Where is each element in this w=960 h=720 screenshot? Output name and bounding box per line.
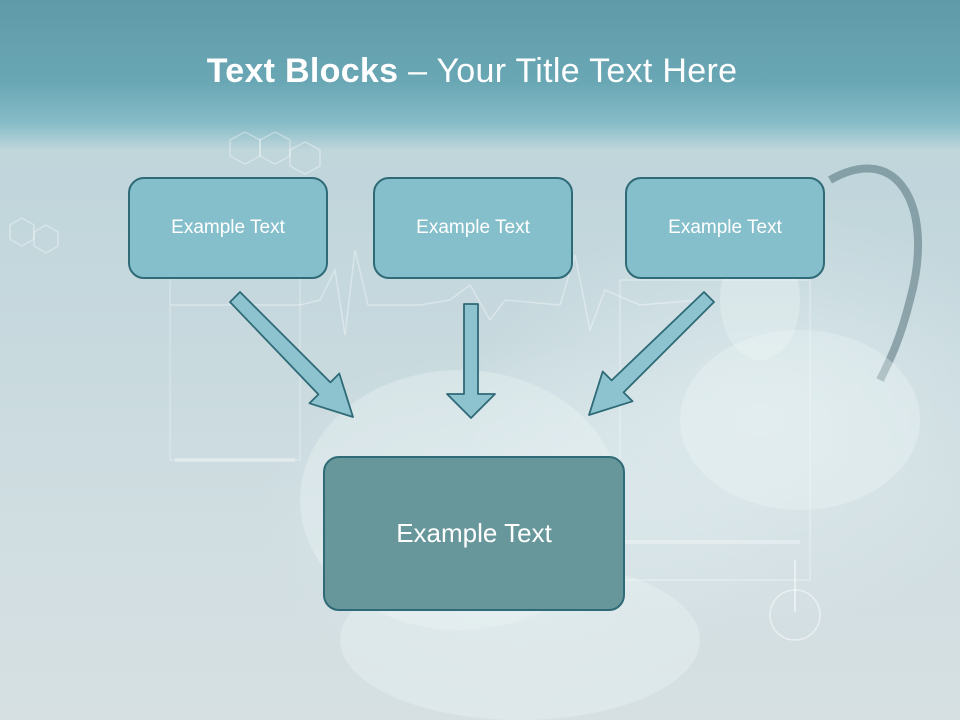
title-separator: –	[398, 52, 437, 90]
text-box-right[interactable]: Example Text	[625, 177, 825, 279]
text-box-bottom[interactable]: Example Text	[323, 456, 625, 611]
slide-title: Text Blocks – Your Title Text Here	[0, 52, 944, 91]
arrow-left	[229, 291, 354, 418]
title-band	[0, 0, 960, 150]
text-box-left[interactable]: Example Text	[128, 177, 328, 279]
title-rest: Your Title Text Here	[436, 52, 738, 90]
text-box-right-label: Example Text	[668, 217, 782, 238]
arrow-center	[446, 303, 496, 419]
text-box-center-label: Example Text	[416, 217, 530, 238]
text-box-left-label: Example Text	[171, 217, 285, 238]
text-box-bottom-label: Example Text	[396, 518, 552, 548]
arrow-right	[588, 291, 715, 416]
title-bold: Text Blocks	[206, 52, 399, 90]
text-box-center[interactable]: Example Text	[373, 177, 573, 279]
